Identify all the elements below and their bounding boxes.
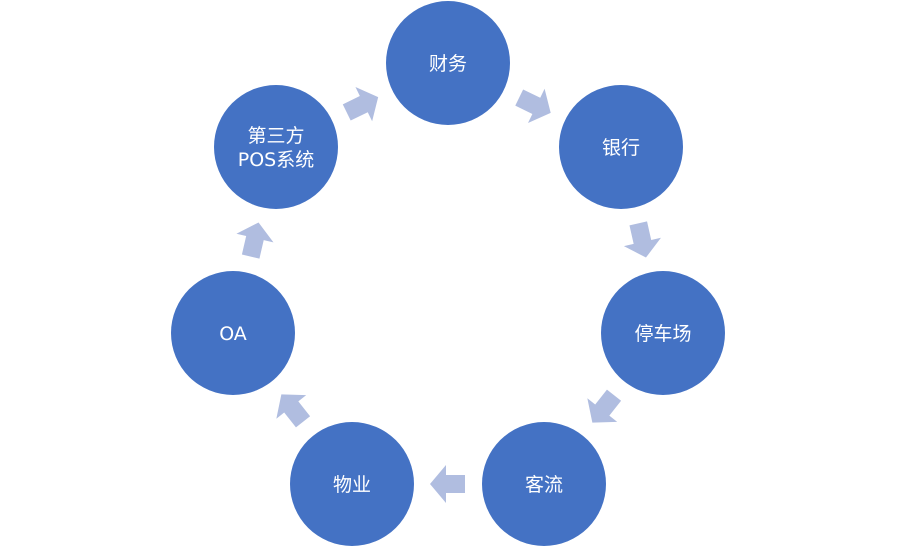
arrow-finance-to-bank [515,88,551,123]
arrow-traffic-to-property [430,465,465,503]
arrow-shape [276,394,311,428]
node-oa: OA [171,271,295,395]
arrow-property-to-oa [276,394,311,428]
arrow-pos-to-finance [342,87,379,122]
arrow-shape [236,222,274,259]
node-label: POS系统 [238,149,314,171]
node-label: 停车场 [634,323,691,345]
node-finance: 财务 [386,1,510,125]
node-label: 第三方 [247,125,304,147]
arrow-shape [587,389,622,423]
node-circle [559,85,683,209]
arrow-bank-to-parking [623,221,661,258]
arrow-parking-to-traffic [587,389,622,423]
node-parking: 停车场 [601,271,725,395]
arrow-shape [342,87,379,122]
node-circle [482,422,606,546]
arrow-shape [430,465,465,503]
node-label: 财务 [429,53,467,75]
node-circle [171,271,295,395]
node-label: 客流 [525,474,563,496]
node-label: 银行 [602,137,640,159]
node-circle [601,271,725,395]
node-property: 物业 [290,422,414,546]
node-label: OA [219,323,247,345]
node-circle [290,422,414,546]
arrow-oa-to-pos [236,222,274,259]
node-circle [214,85,338,209]
node-label: 物业 [333,474,371,496]
arrow-shape [515,88,551,123]
arrow-shape [623,221,661,258]
node-bank: 银行 [559,85,683,209]
node-circle [386,1,510,125]
node-traffic: 客流 [482,422,606,546]
